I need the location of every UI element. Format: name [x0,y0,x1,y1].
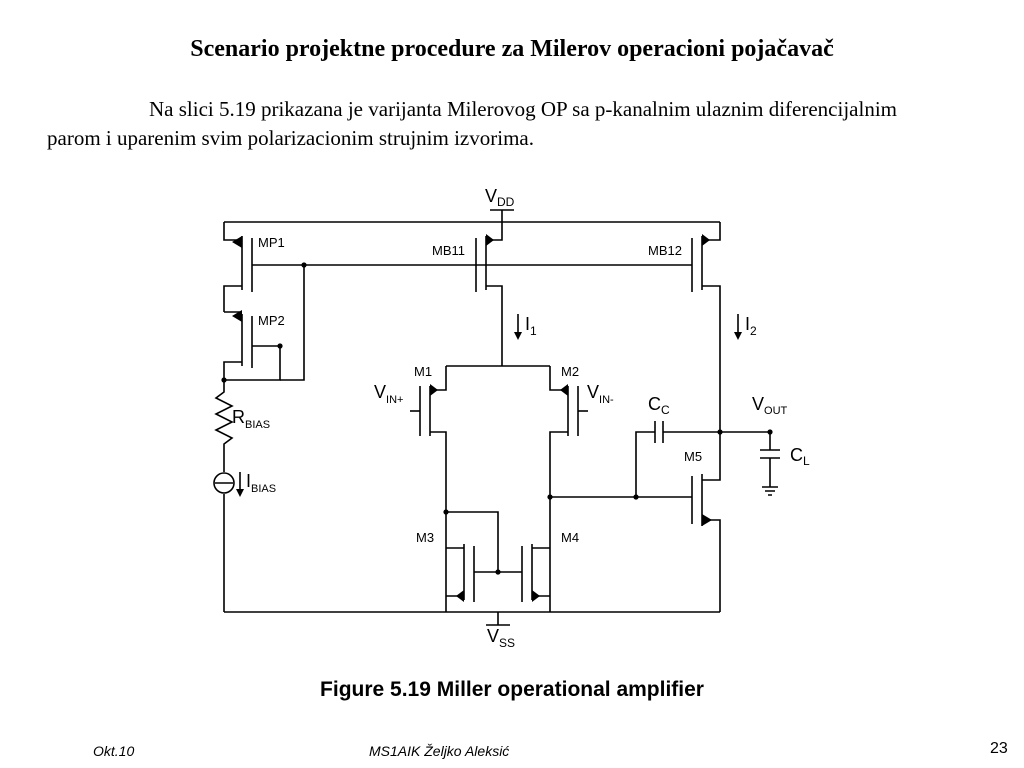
vout-label: VOUT [752,394,788,417]
figure-caption: Figure 5.19 Miller operational amplifier [320,678,704,701]
m2-label: M2 [561,364,579,379]
schematic-junctions [221,262,773,575]
rbias-label: RBIAS [232,407,270,431]
m5-label: M5 [684,449,702,464]
page-number: 23 [990,740,1008,757]
m4-label: M4 [561,530,579,545]
vss-label: VSS [487,626,515,650]
vinp-label: VIN+ [374,382,403,406]
mb12-label: MB12 [648,243,682,258]
cc-label: CC [648,394,670,417]
slide-title: Scenario projektne procedure za Milerov … [190,36,834,62]
footer-course: MS1AIK Željko Aleksić [369,743,510,759]
vinm-label: VIN- [587,382,614,406]
paragraph-text: Na slici 5.19 prikazana je varijanta Mil… [47,97,897,150]
schematic-arrowheads [232,234,742,602]
mp1-label: MP1 [258,235,285,250]
slide-paragraph: Na slici 5.19 prikazana je varijanta Mil… [47,95,947,153]
i2-label: I2 [745,314,757,338]
i1-label: I1 [525,314,537,338]
m3-label: M3 [416,530,434,545]
mp2-label: MP2 [258,313,285,328]
footer-date: Okt.10 [93,743,135,759]
cl-label: CL [790,445,810,468]
m1-label: M1 [414,364,432,379]
vdd-label: VDD [485,186,515,209]
ibias-label: IBIAS [246,471,276,495]
schematic-wires [214,209,780,626]
mb11-label: MB11 [432,243,465,258]
